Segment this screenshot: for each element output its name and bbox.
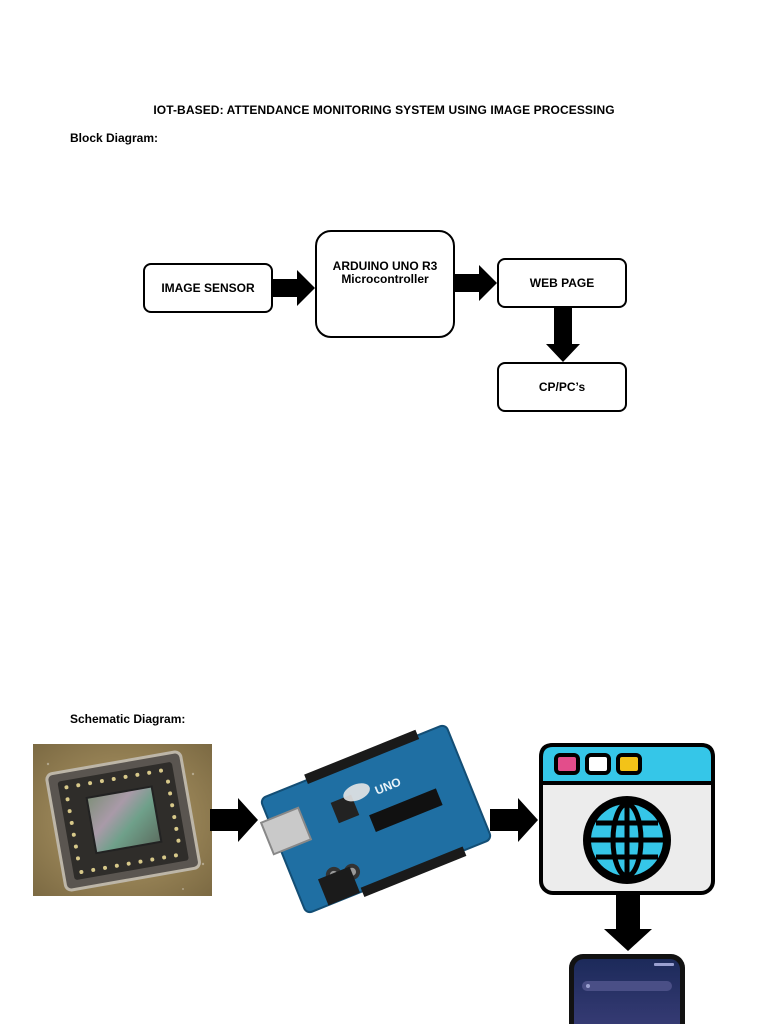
- node-image-sensor-label: IMAGE SENSOR: [161, 280, 255, 295]
- web-page-icon: [539, 743, 715, 895]
- globe-icon: [583, 796, 671, 884]
- node-arduino-label: ARDUINO UNO R3: [332, 259, 438, 273]
- node-cp-pc: CP/PC’s: [497, 362, 627, 412]
- arrow-arduino-to-webpage: [453, 265, 497, 301]
- node-cp-pc-label: CP/PC’s: [538, 379, 586, 394]
- arrow-webpage-to-cp: [546, 306, 580, 362]
- arrow-sensor-to-arduino: [271, 270, 315, 306]
- arduino-board-photo: UNO: [260, 724, 492, 914]
- arrow-web-to-phone: [604, 893, 652, 951]
- node-web-page: WEB PAGE: [497, 258, 627, 308]
- node-image-sensor: IMAGE SENSOR: [143, 263, 273, 313]
- arrow-board-to-web: [490, 798, 538, 842]
- document-title: IOT-BASED: ATTENDANCE MONITORING SYSTEM …: [153, 103, 615, 117]
- node-web-page-label: WEB PAGE: [529, 275, 595, 290]
- block-diagram-heading: Block Diagram:: [70, 131, 159, 145]
- node-arduino-sublabel: Microcontroller: [341, 272, 429, 286]
- node-arduino: ARDUINO UNO R3 Microcontroller: [315, 230, 455, 338]
- smartphone-photo: [569, 954, 685, 1024]
- image-sensor-photo: [33, 744, 212, 896]
- schematic-diagram-heading: Schematic Diagram:: [70, 712, 186, 726]
- arrow-sensor-to-board: [210, 798, 258, 842]
